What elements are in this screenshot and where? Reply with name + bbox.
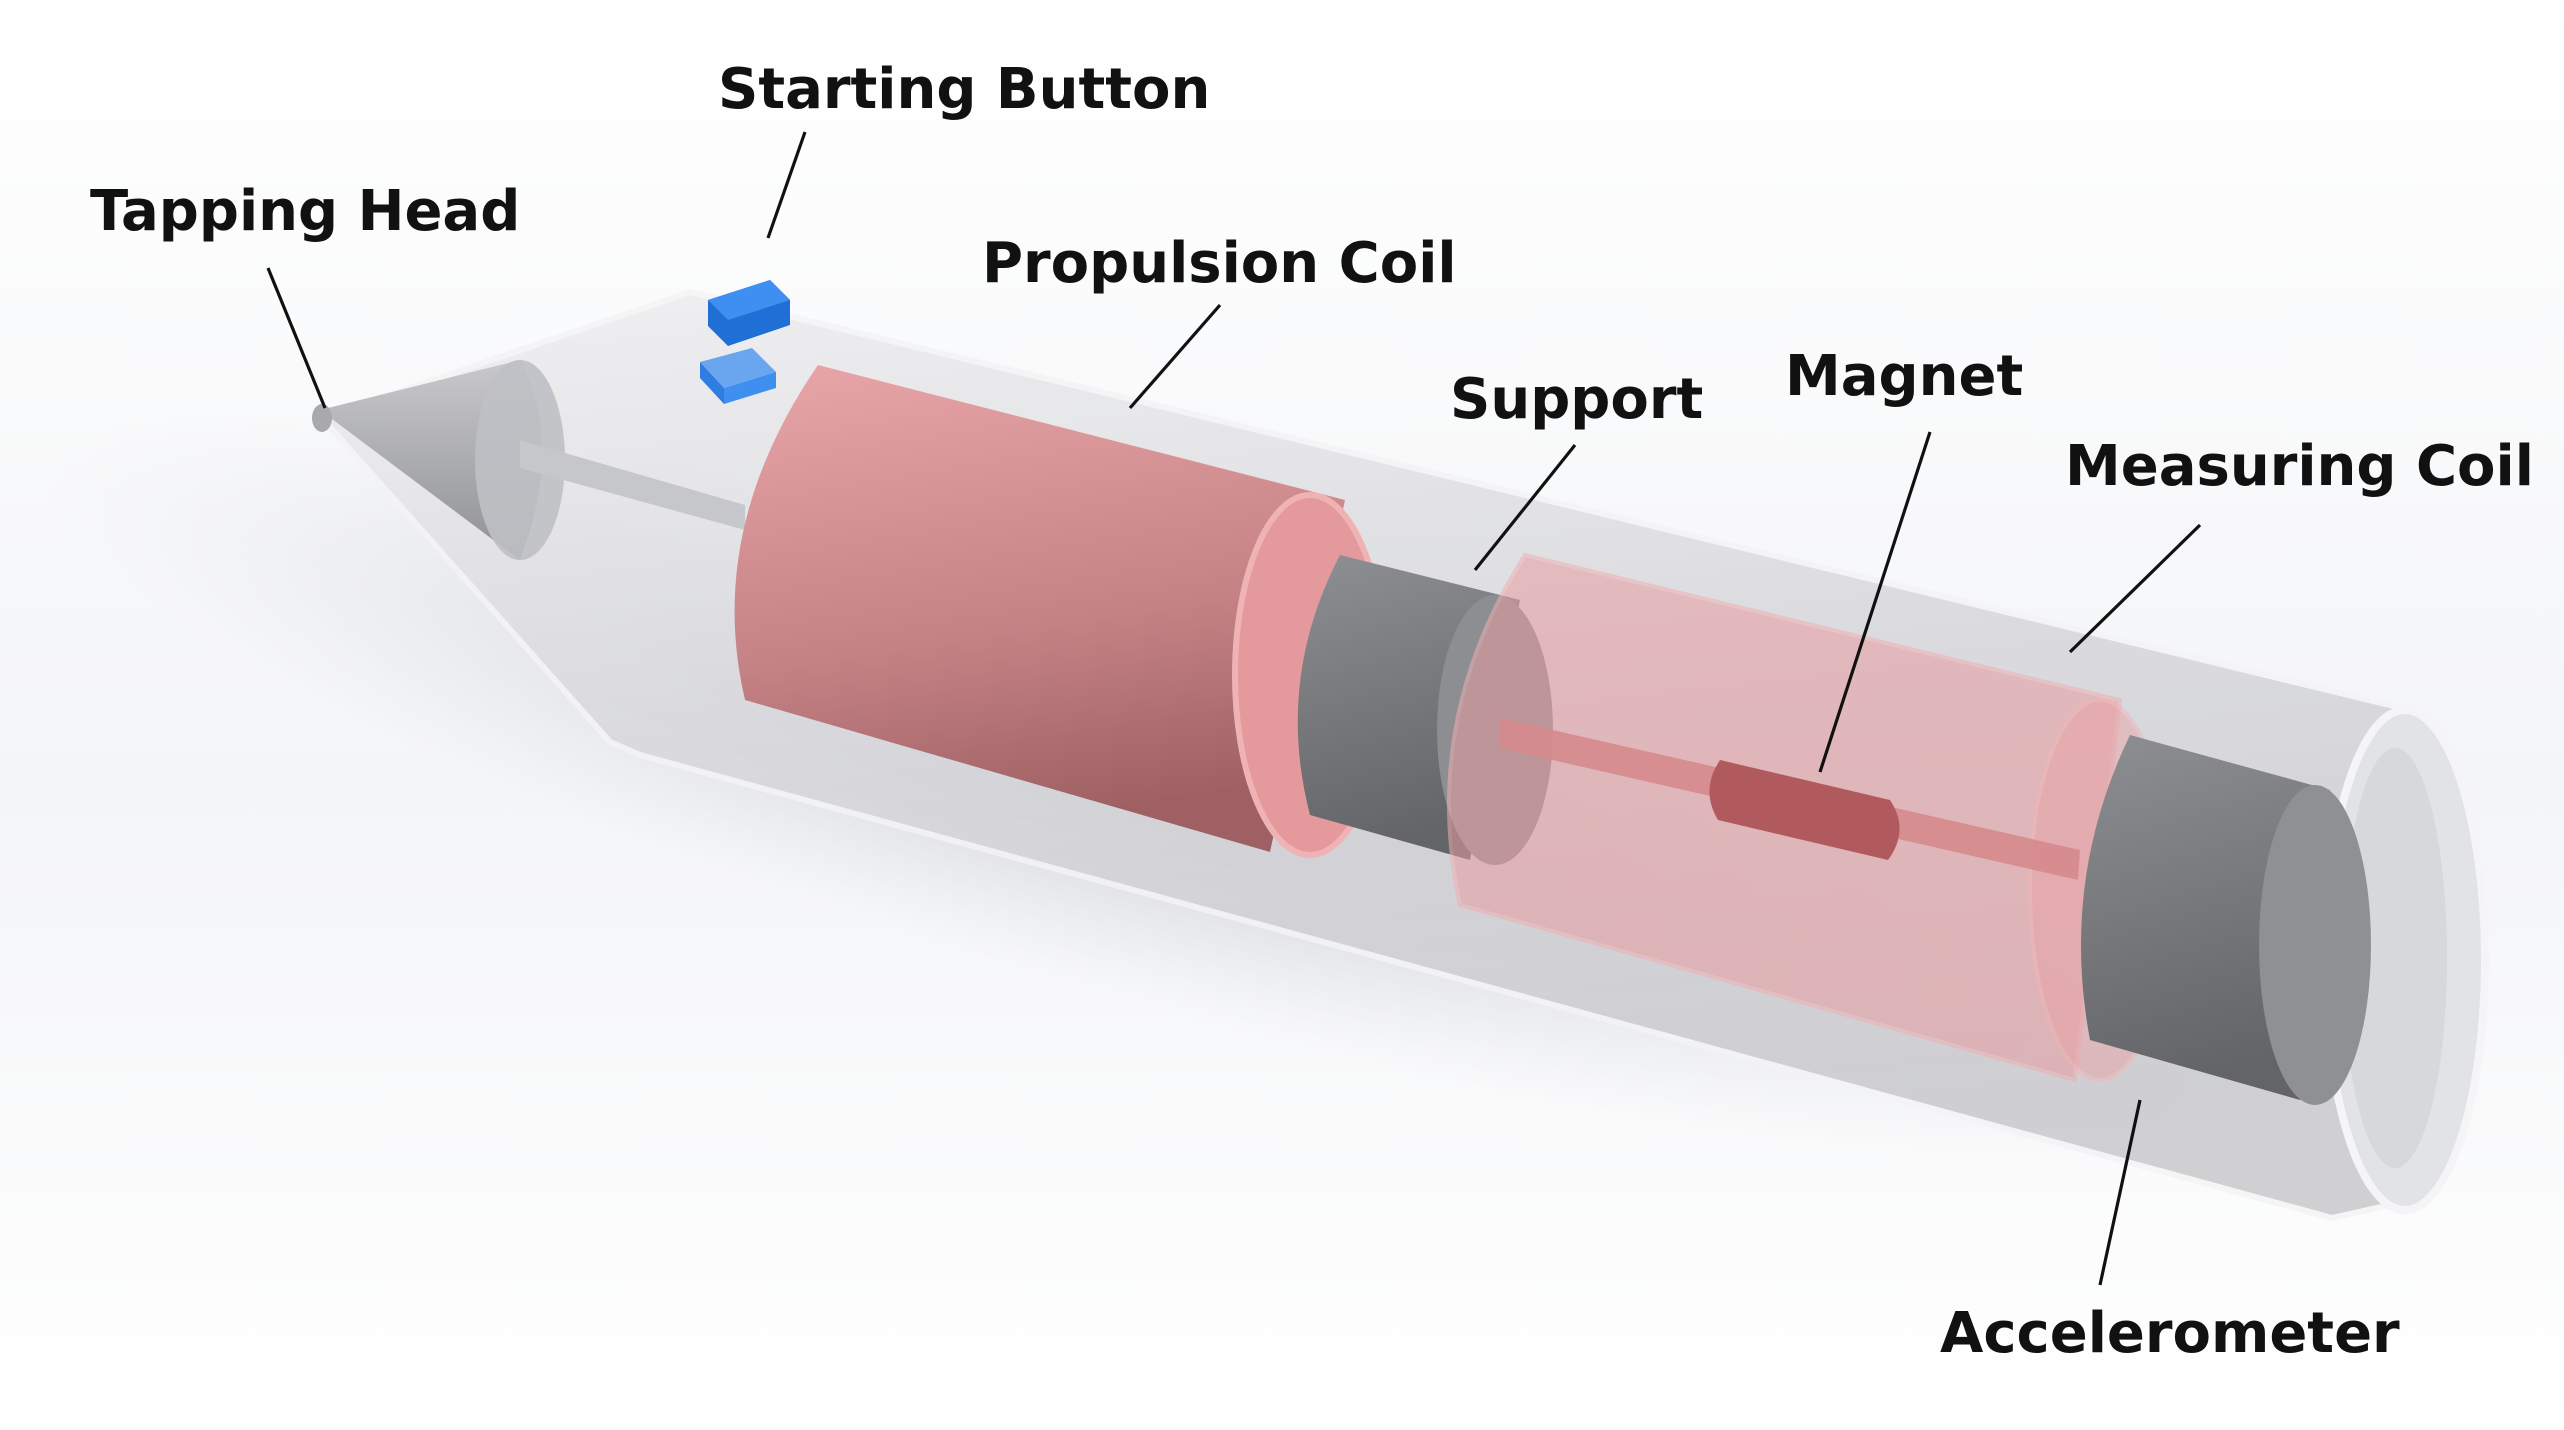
label-tapping-head: Tapping Head [90, 179, 520, 244]
accelerometer [2081, 735, 2371, 1105]
leader-propulsion-coil [1128, 303, 1222, 410]
labels: Tapping Head Starting Button Propulsion … [90, 57, 2534, 1366]
label-support: Support [1450, 367, 1703, 432]
label-magnet: Magnet [1785, 344, 2023, 409]
label-starting-button: Starting Button [718, 57, 1210, 122]
leader-accelerometer [2098, 1099, 2142, 1286]
tapping-head [312, 360, 745, 560]
label-accelerometer: Accelerometer [1940, 1301, 2400, 1366]
starting-button [700, 280, 790, 404]
leader-starting-button [766, 131, 807, 239]
leader-magnet [1818, 431, 1932, 773]
magnet-assembly [1500, 718, 2080, 880]
leader-support [1473, 444, 1577, 571]
leader-tapping-head [266, 267, 327, 409]
leader-measuring-coil [2068, 523, 2202, 654]
leader-lines [266, 131, 2202, 1286]
label-propulsion-coil: Propulsion Coil [982, 231, 1457, 296]
label-measuring-coil: Measuring Coil [2065, 434, 2534, 499]
magnet [1709, 760, 1900, 860]
